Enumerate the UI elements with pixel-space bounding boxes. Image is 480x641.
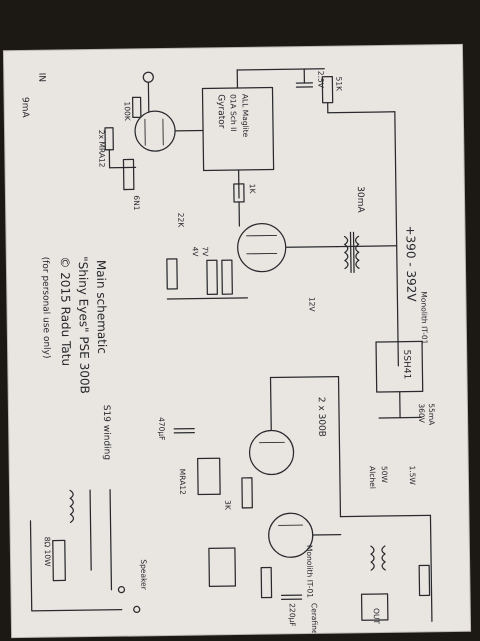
output-tube-1 [249,430,294,475]
label-360v: 360V [417,403,426,423]
rectifier-block [376,341,423,418]
label-4v: 4V [191,247,200,258]
s19-winding-coil [70,490,73,522]
resistor-100k [133,97,141,117]
label-50w: 50W [380,466,389,484]
opt-primary [371,546,374,570]
label-9ma: 9mA [20,97,30,119]
driver-stage [165,112,399,369]
cathode-bank-2 [209,548,236,586]
cathode-leds [123,159,133,189]
wire-driver-bplus [337,246,397,247]
interstage-primary [345,236,348,268]
wire-right-edge [430,515,431,621]
cathode-resistor-1 [242,478,252,508]
input-jack-icon [143,72,153,82]
speaker-out-contact [134,606,140,612]
switch-line-2 [110,490,111,590]
interstage-secondary [356,236,359,268]
cathode-resistor-2 [261,568,271,598]
wire-51k-rail [328,112,395,113]
label-3k: 3K [223,500,232,511]
label-monolith-2: Monolith IT-01 [305,545,315,598]
label-5sh41: 5SH41 [401,350,411,380]
resistor-bottom-right [419,565,429,595]
label-mrax2: 2x MRA12 [97,130,107,168]
label-470uf: 470μF [157,417,166,441]
label-22k: 22K [176,213,185,229]
wire-b-plus-top [237,69,324,70]
label-gyrator: Gyrator [216,94,226,129]
choke-line [379,417,421,418]
label-51k: 51K [334,76,343,92]
wire-tube1-plate [271,378,272,431]
switch-line-1 [90,490,91,570]
resistor-2k [167,259,177,289]
wire-tube1-to-opt [271,377,339,378]
cathode-bank-1 [198,458,221,494]
wire-driver-plate [287,247,337,248]
wire-bplus-bottom [340,515,430,516]
paper-sheet: 9mA IN 100K 2x MRA12 6N1 Gyrator 01A Sch… [4,45,470,637]
label-alcheh: Alchel [368,466,377,489]
title-line-4: (for personal use only) [40,257,51,359]
title-block: Main schematic "Shiny Eyes" PSE 300B © 2… [40,256,110,395]
title-line-1: Main schematic [94,260,109,354]
label-8ohm: 8Ω 10W [43,537,52,568]
title-line-2: "Shiny Eyes" PSE 300B [76,256,92,394]
schematic-drawing: 9mA IN 100K 2x MRA12 6N1 Gyrator 01A Sch… [4,45,470,637]
label-v6n1: 6N1 [132,195,141,211]
resistor-8ohm [53,540,66,580]
label-in: IN [36,73,46,83]
label-monolith: Monolith IT-01 [419,291,429,344]
output-transformer [340,515,431,622]
label-supply-voltage: +390 - 392V [403,225,418,302]
label-1k: 1K [248,184,257,195]
core-line-2 [353,232,354,272]
label-220uf: 220μF [288,603,297,627]
label-15w: 1.5W [408,466,417,486]
cathode-cap-driver [222,260,232,294]
label-gyrator-sub2: ALL Maglite [241,94,251,138]
label-2x300b: 2 x 300B [316,397,327,437]
label-gyrator-sub: 01A Sch II [229,94,239,132]
label-30ma: 30mA [355,186,365,213]
switch-contact [118,587,124,593]
label-12v: 12V [307,297,316,313]
core-line-1 [350,232,351,272]
cathode-resistor-driver [207,260,217,294]
label-out: OUT [372,608,381,625]
label-2v5: 2.5V [316,71,325,89]
label-55ma: 55mA [427,403,436,426]
title-line-3: © 2015 Radu Tatu [58,256,74,366]
label-7v: 7V [201,246,210,257]
wire-opt-vertical [339,377,341,517]
driver-tube-symbol [237,223,286,272]
label-100k: 100K [123,101,132,121]
opt-secondary [382,546,385,570]
wire-cathode-gnd [167,298,247,299]
label-speaker: Speaker [139,559,148,591]
rectifier-box [376,341,423,392]
label-s19-winding: S19 winding [101,405,112,460]
b-plus-rail-right [395,112,399,366]
label-cerafine: Cerafine [310,603,319,635]
label-mra12: MRA12 [178,469,187,495]
